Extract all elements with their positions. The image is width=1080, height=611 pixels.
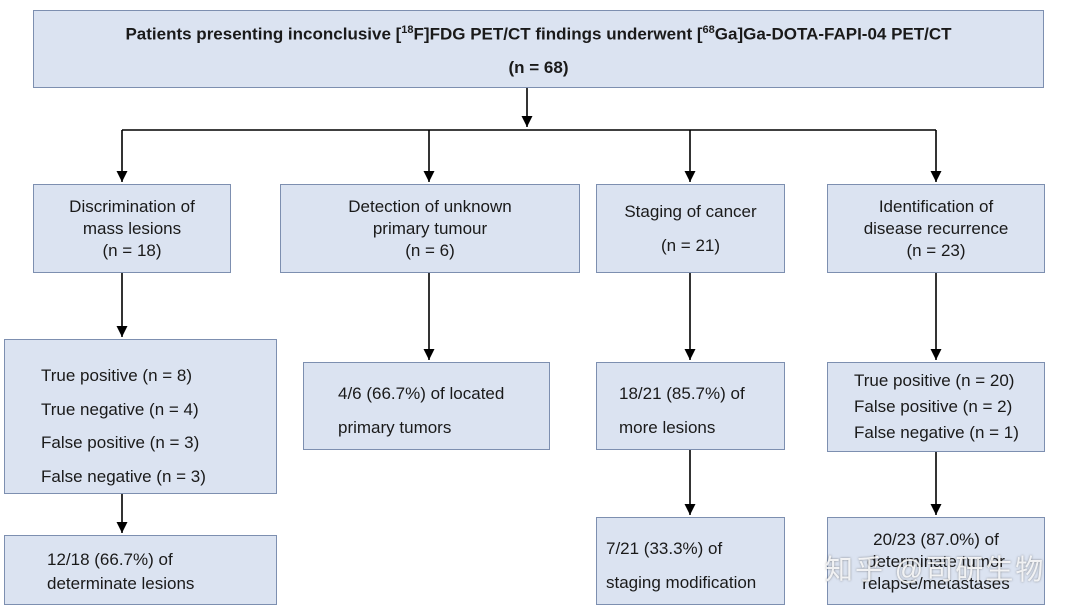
recurrence-box: Identification of disease recurrence (n … — [827, 184, 1045, 273]
recurrence-results-box: True positive (n = 20) False positive (n… — [827, 362, 1045, 452]
top-box: Patients presenting inconclusive [18F]FD… — [33, 10, 1044, 88]
staging-final-box: 7/21 (33.3%) of staging modification — [596, 517, 785, 605]
unknown-primary-box: Detection of unknown primary tumour (n =… — [280, 184, 580, 273]
watermark: 知乎 @司研生物 — [825, 554, 1046, 585]
mass-final-box: 12/18 (66.7%) of determinate lesions — [4, 535, 277, 605]
unknown-result-box: 4/6 (66.7%) of located primary tumors — [303, 362, 550, 450]
mass-results-box: True positive (n = 8) True negative (n =… — [4, 339, 277, 494]
recurrence-final-box: 20/23 (87.0%) of determinate tumor relap… — [827, 517, 1045, 605]
top-count: (n = 68) — [508, 58, 569, 78]
top-title: Patients presenting inconclusive [18F]FD… — [125, 23, 952, 44]
mass-lesions-box: Discrimination of mass lesions (n = 18) — [33, 184, 231, 273]
staging-box: Staging of cancer (n = 21) — [596, 184, 785, 273]
staging-result-box: 18/21 (85.7%) of more lesions — [596, 362, 785, 450]
